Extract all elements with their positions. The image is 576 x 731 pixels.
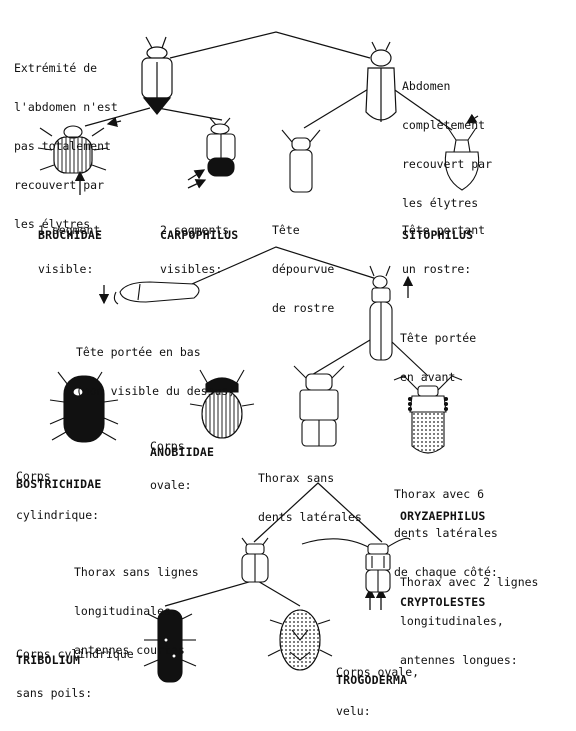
taxon-bruchidae: BRUCHIDAE — [38, 228, 103, 242]
key-drawing — [37, 31, 480, 683]
beetle-oryzaephilus — [393, 375, 463, 454]
label-two-segments: 2 segments visibles: — [160, 223, 230, 276]
beetle-cryptolestes — [301, 537, 411, 593]
label-rostrum: Tête portant un rostre: — [402, 223, 486, 276]
taxon-bostrichidae: BOSTRICHIDAE — [16, 477, 102, 491]
label-abdomen-covered: Abdomen complètement recouvert par les é… — [402, 79, 493, 210]
beetle-abdomen-exposed — [141, 36, 173, 115]
taxon-carpophilus: CARPOPHILUS — [160, 228, 239, 242]
beetle-anobiidae — [189, 369, 255, 439]
label-thorax-6-teeth: Thorax avec 6 dents latérales de chaque … — [394, 487, 498, 579]
label-cylindrical: Corps cylindrique: — [16, 469, 100, 522]
taxon-cryptolestes: CRYPTOLESTES — [400, 595, 486, 609]
beetle-abdomen-covered — [365, 41, 397, 122]
beetle-no-rostrum — [281, 129, 321, 193]
label-thorax-no-teeth: Thorax sans dents latérales — [258, 471, 362, 524]
label-abdomen-not-covered: Extrémité de l'abdomen n'est pas totalem… — [14, 61, 118, 231]
beetle-trogoderma — [267, 609, 333, 671]
label-head-forward: Tête portée en avant — [400, 331, 477, 384]
beetle-bostrichidae — [49, 371, 119, 443]
label-head-down: Tête portée en bas (non visible du dessu… — [76, 345, 236, 398]
taxon-sitophilus: SITOPHILUS — [402, 228, 474, 242]
label-oval: Corps ovale: — [150, 439, 192, 492]
beetle-tribolium — [143, 609, 197, 683]
label-thorax-2-lines: Thorax avec 2 lignes longitudinales, ant… — [400, 575, 539, 667]
label-no-rostrum: Tête dépourvue de rostre — [272, 223, 335, 315]
connector-lines — [84, 31, 453, 607]
arrows — [74, 113, 479, 610]
beetle-identification-key: Extrémité de l'abdomen n'est pas totalem… — [14, 31, 539, 718]
taxon-oryzaephilus: ORYZAEPHILUS — [400, 509, 486, 523]
beetle-thorax-no-lines — [241, 537, 269, 583]
label-one-segment: 1 segment visible: — [38, 223, 101, 276]
beetle-thorax-no-teeth — [293, 365, 345, 447]
beetle-head-forward — [369, 265, 393, 361]
label-cyl-no-hairs: Corps cylindrique sans poils: — [16, 647, 134, 700]
label-oval-hairy: Corps ovale, velu: — [336, 665, 420, 718]
taxon-trogoderma: TROGODERMA — [336, 673, 408, 687]
label-thorax-no-lines: Thorax sans lignes longitudinales, anten… — [74, 565, 199, 657]
taxon-anobiidae: ANOBIIDAE — [150, 445, 215, 459]
beetle-sitophilus-head — [444, 127, 480, 191]
beetle-head-down — [113, 281, 200, 305]
taxon-tribolium: TRIBOLIUM — [16, 653, 81, 667]
beetle-carpophilus — [206, 117, 236, 177]
beetle-bruchidae — [37, 125, 109, 174]
